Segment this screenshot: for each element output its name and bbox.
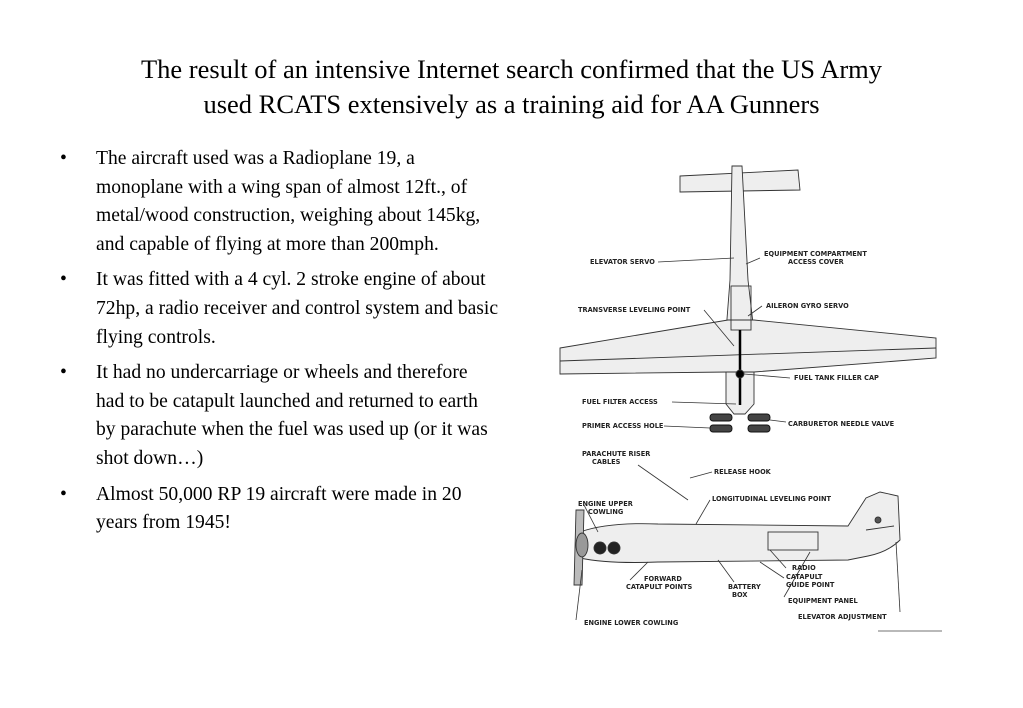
fuselage-side — [579, 491, 901, 563]
label-catapult-guide-2: GUIDE POINT — [786, 581, 835, 589]
leader-elevator-adj — [895, 541, 901, 613]
spinner — [575, 532, 589, 558]
slide-title-line-1: The result of an intensive Internet sear… — [140, 54, 883, 84]
label-battery-box-2: BOX — [732, 591, 747, 599]
leader-radio — [769, 549, 787, 569]
label-engine-upper-2: COWLING — [588, 508, 623, 516]
leader-transverse — [703, 309, 735, 347]
tail-fin-detail — [865, 525, 895, 531]
label-engine-upper-1: ENGINE UPPER — [578, 500, 633, 508]
label-aileron-gyro-servo: AILERON GYRO SERVO — [766, 302, 849, 310]
leader-engine-upper — [583, 504, 599, 533]
label-radio: RADIO — [792, 564, 816, 572]
leader-fuel-filter — [671, 401, 737, 405]
label-catapult-guide-1: CATAPULT — [786, 573, 823, 581]
aircraft-top-view — [559, 165, 937, 433]
label-transverse-leveling-point: TRANSVERSE LEVELING POINT — [578, 306, 691, 314]
wing-panel-line — [559, 347, 937, 362]
leader-fuel-tank — [743, 373, 791, 379]
bullet-marker: • — [60, 362, 67, 384]
label-engine-lower-cowling: ENGINE LOWER COWLING — [584, 619, 678, 627]
bullet-text: It had no undercarriage or wheels and th… — [96, 362, 488, 469]
leader-primer — [663, 425, 711, 429]
bullet-marker: • — [60, 483, 67, 505]
label-primer-access-hole: PRIMER ACCESS HOLE — [582, 422, 664, 430]
label-fuel-filter-access: FUEL FILTER ACCESS — [582, 398, 658, 406]
engine-cylinder-side-2 — [607, 541, 621, 555]
equipment-panel-side — [767, 531, 819, 551]
leader-elevator-servo — [657, 257, 735, 263]
leader-carburetor — [769, 419, 787, 423]
bullet-item: • Almost 50,000 RP 19 aircraft were made … — [60, 481, 500, 538]
label-parachute-riser-2: CABLES — [592, 458, 621, 466]
leader-forward — [629, 561, 649, 581]
cylinder-left-lower — [709, 424, 733, 433]
bullet-item: • It was fitted with a 4 cyl. 2 stroke en… — [60, 266, 500, 352]
engine-cylinders — [709, 413, 771, 433]
leader-longitudinal — [695, 499, 711, 525]
bullet-marker: • — [60, 148, 67, 169]
leader-aileron — [747, 305, 763, 317]
bullet-item: • It had no undercarriage or wheels and t… — [60, 359, 500, 473]
main-wing — [559, 319, 937, 375]
label-forward-catapult-2: CATAPULT POINTS — [626, 583, 693, 591]
bullet-marker: • — [60, 269, 67, 291]
label-parachute-riser-1: PARACHUTE RISER — [582, 450, 650, 458]
slide-title: The result of an intensive Internet sear… — [40, 52, 983, 122]
cylinder-right-upper — [747, 413, 771, 422]
cylinder-right-lower — [747, 424, 771, 433]
label-equipment-compartment-1: EQUIPMENT COMPARTMENT — [764, 250, 867, 258]
label-elevator-adjustment: ELEVATOR ADJUSTMENT — [798, 613, 887, 621]
label-release-hook: RELEASE HOOK — [714, 468, 772, 476]
aircraft-diagram: ELEVATOR SERVO EQUIPMENT COMPARTMENT ACC… — [559, 165, 942, 632]
leader-lines — [575, 257, 901, 621]
label-fuel-tank-filler-cap: FUEL TANK FILLER CAP — [794, 374, 879, 382]
label-battery-box-1: BATTERY — [728, 583, 761, 591]
leader-engine-lower — [575, 569, 583, 621]
cylinder-left-upper — [709, 413, 733, 422]
leader-equipment-panel — [783, 551, 811, 598]
leader-release-hook — [689, 471, 713, 479]
label-elevator-servo: ELEVATOR SERVO — [590, 258, 655, 266]
label-equipment-panel: EQUIPMENT PANEL — [788, 597, 858, 605]
bullet-text: Almost 50,000 RP 19 aircraft were made i… — [96, 483, 462, 534]
leader-equipment-compartment — [745, 257, 761, 265]
tail-roundel — [874, 516, 882, 524]
bullet-list: • The aircraft used was a Radioplane 19, … — [60, 145, 500, 545]
bullet-text: The aircraft used was a Radioplane 19, a… — [96, 148, 481, 255]
aircraft-side-view — [573, 491, 901, 586]
leader-parachute — [637, 464, 689, 501]
leader-catapult-guide — [759, 561, 785, 579]
fuel-tank-cap-mark — [735, 369, 745, 379]
label-forward-catapult-1: FORWARD — [644, 575, 682, 583]
bullet-item: • The aircraft used was a Radioplane 19, … — [60, 145, 500, 259]
slide-title-line-2: used RCATS extensively as a training aid… — [203, 89, 820, 119]
bullet-text: It was fitted with a 4 cyl. 2 stroke eng… — [96, 269, 499, 348]
engine-cylinder-side-1 — [593, 541, 607, 555]
label-longitudinal-leveling-point: LONGITUDINAL LEVELING POINT — [712, 495, 831, 503]
leader-battery — [717, 559, 735, 583]
label-carburetor-needle-valve: CARBURETOR NEEDLE VALVE — [788, 420, 895, 428]
label-equipment-compartment-2: ACCESS COVER — [788, 258, 844, 266]
